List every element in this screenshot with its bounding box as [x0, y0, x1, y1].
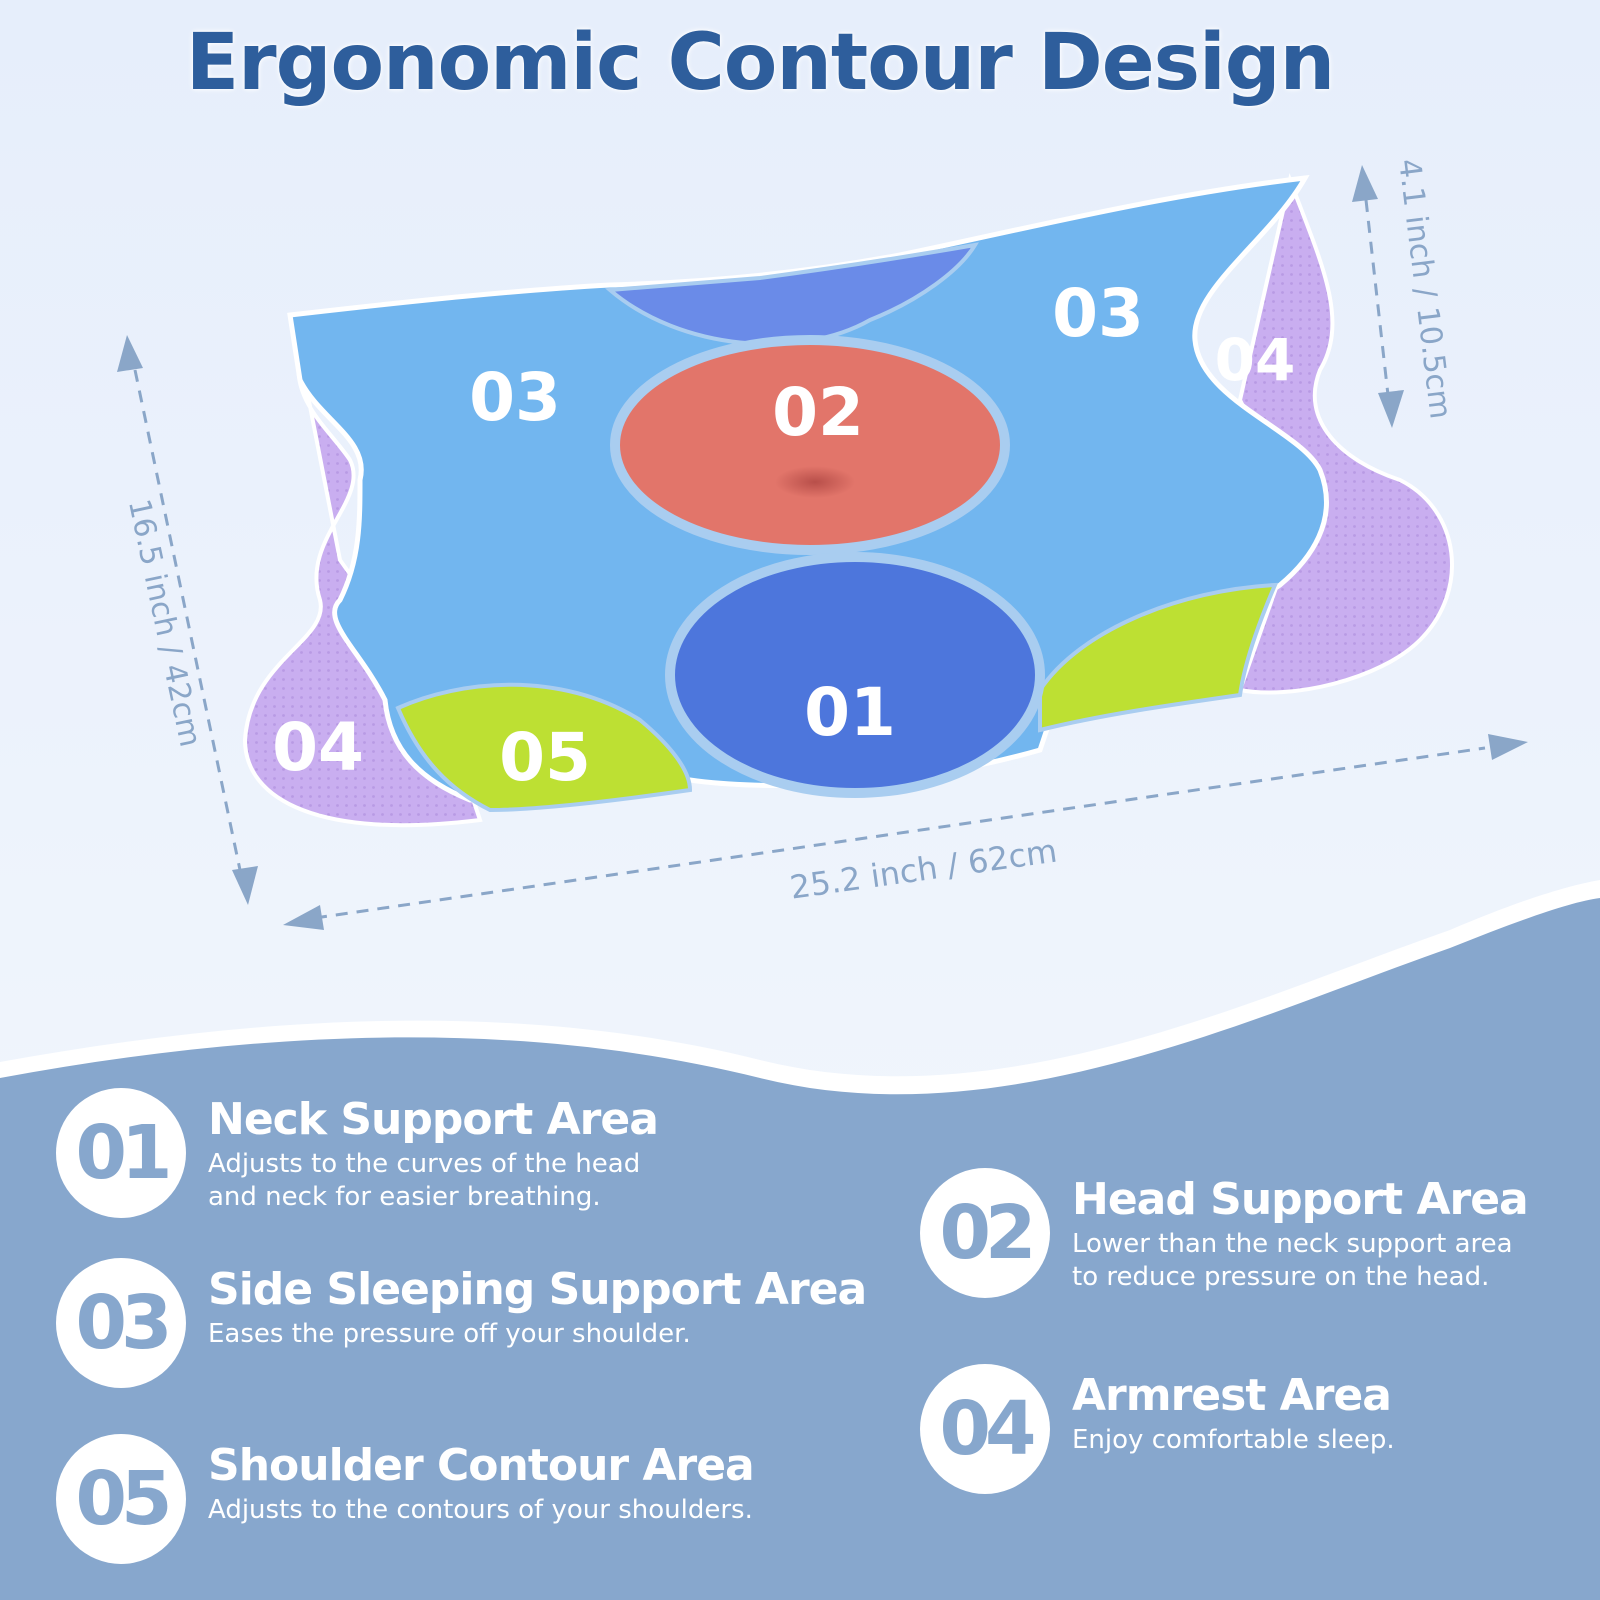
- feature-number-badge: 05: [56, 1434, 186, 1564]
- feature-description: Eases the pressure off your shoulder.: [208, 1319, 691, 1349]
- zone-label-neck: 01: [804, 674, 896, 751]
- feature-neck-support: 01 Neck Support Area Adjusts to the curv…: [56, 1088, 659, 1218]
- zone-label-side-left: 03: [469, 359, 561, 436]
- feature-description: Adjusts to the curves of the head and ne…: [208, 1149, 641, 1212]
- feature-description: Lower than the neck support area to redu…: [1072, 1229, 1513, 1292]
- page-title: Ergonomic Contour Design: [185, 18, 1335, 108]
- feature-description: Enjoy comfortable sleep.: [1072, 1425, 1395, 1455]
- feature-description: Adjusts to the contours of your shoulder…: [208, 1495, 753, 1525]
- arrow-up-icon: [1352, 165, 1378, 202]
- arrow-down-icon: [232, 866, 258, 905]
- feature-armrest: 04 Armrest Area Enjoy comfortable sleep.: [920, 1364, 1395, 1494]
- feature-number-badge: 03: [56, 1258, 186, 1388]
- zone-label-shoulder: 05: [499, 719, 591, 796]
- feature-heading: Head Support Area: [1072, 1174, 1529, 1225]
- feature-heading: Side Sleeping Support Area: [208, 1264, 867, 1315]
- feature-number-badge: 04: [920, 1364, 1050, 1494]
- arrow-right-icon: [1488, 734, 1528, 760]
- feature-shoulder-contour: 05 Shoulder Contour Area Adjusts to the …: [56, 1434, 755, 1564]
- feature-number-badge: 02: [920, 1168, 1050, 1298]
- feature-heading: Shoulder Contour Area: [208, 1440, 755, 1491]
- wave-panel: [0, 898, 1600, 1600]
- feature-heading: Armrest Area: [1072, 1370, 1392, 1421]
- neck-support-zone: [665, 552, 1045, 798]
- zone-label-head: 02: [772, 374, 864, 451]
- feature-number-badge: 01: [56, 1088, 186, 1218]
- head-support-hollow: [775, 466, 855, 498]
- feature-side-sleeping: 03 Side Sleeping Support Area Eases the …: [56, 1258, 867, 1388]
- feature-head-support: 02 Head Support Area Lower than the neck…: [920, 1168, 1529, 1298]
- zone-label-arm-left: 04: [272, 709, 364, 786]
- shoulder-zone-right: [1038, 582, 1279, 733]
- feature-heading: Neck Support Area: [208, 1094, 659, 1145]
- zone-label-side-right: 03: [1052, 275, 1144, 352]
- arrow-left-icon: [283, 905, 324, 930]
- arrow-down-icon: [1378, 390, 1404, 428]
- head-support-zone: [610, 335, 1010, 555]
- pillow: 03 03 02 01 04 04 05: [242, 173, 1454, 828]
- zone-label-arm-right: 04: [1215, 326, 1296, 394]
- arrow-up-icon: [117, 335, 143, 372]
- shoulder-zone-left: [395, 682, 693, 813]
